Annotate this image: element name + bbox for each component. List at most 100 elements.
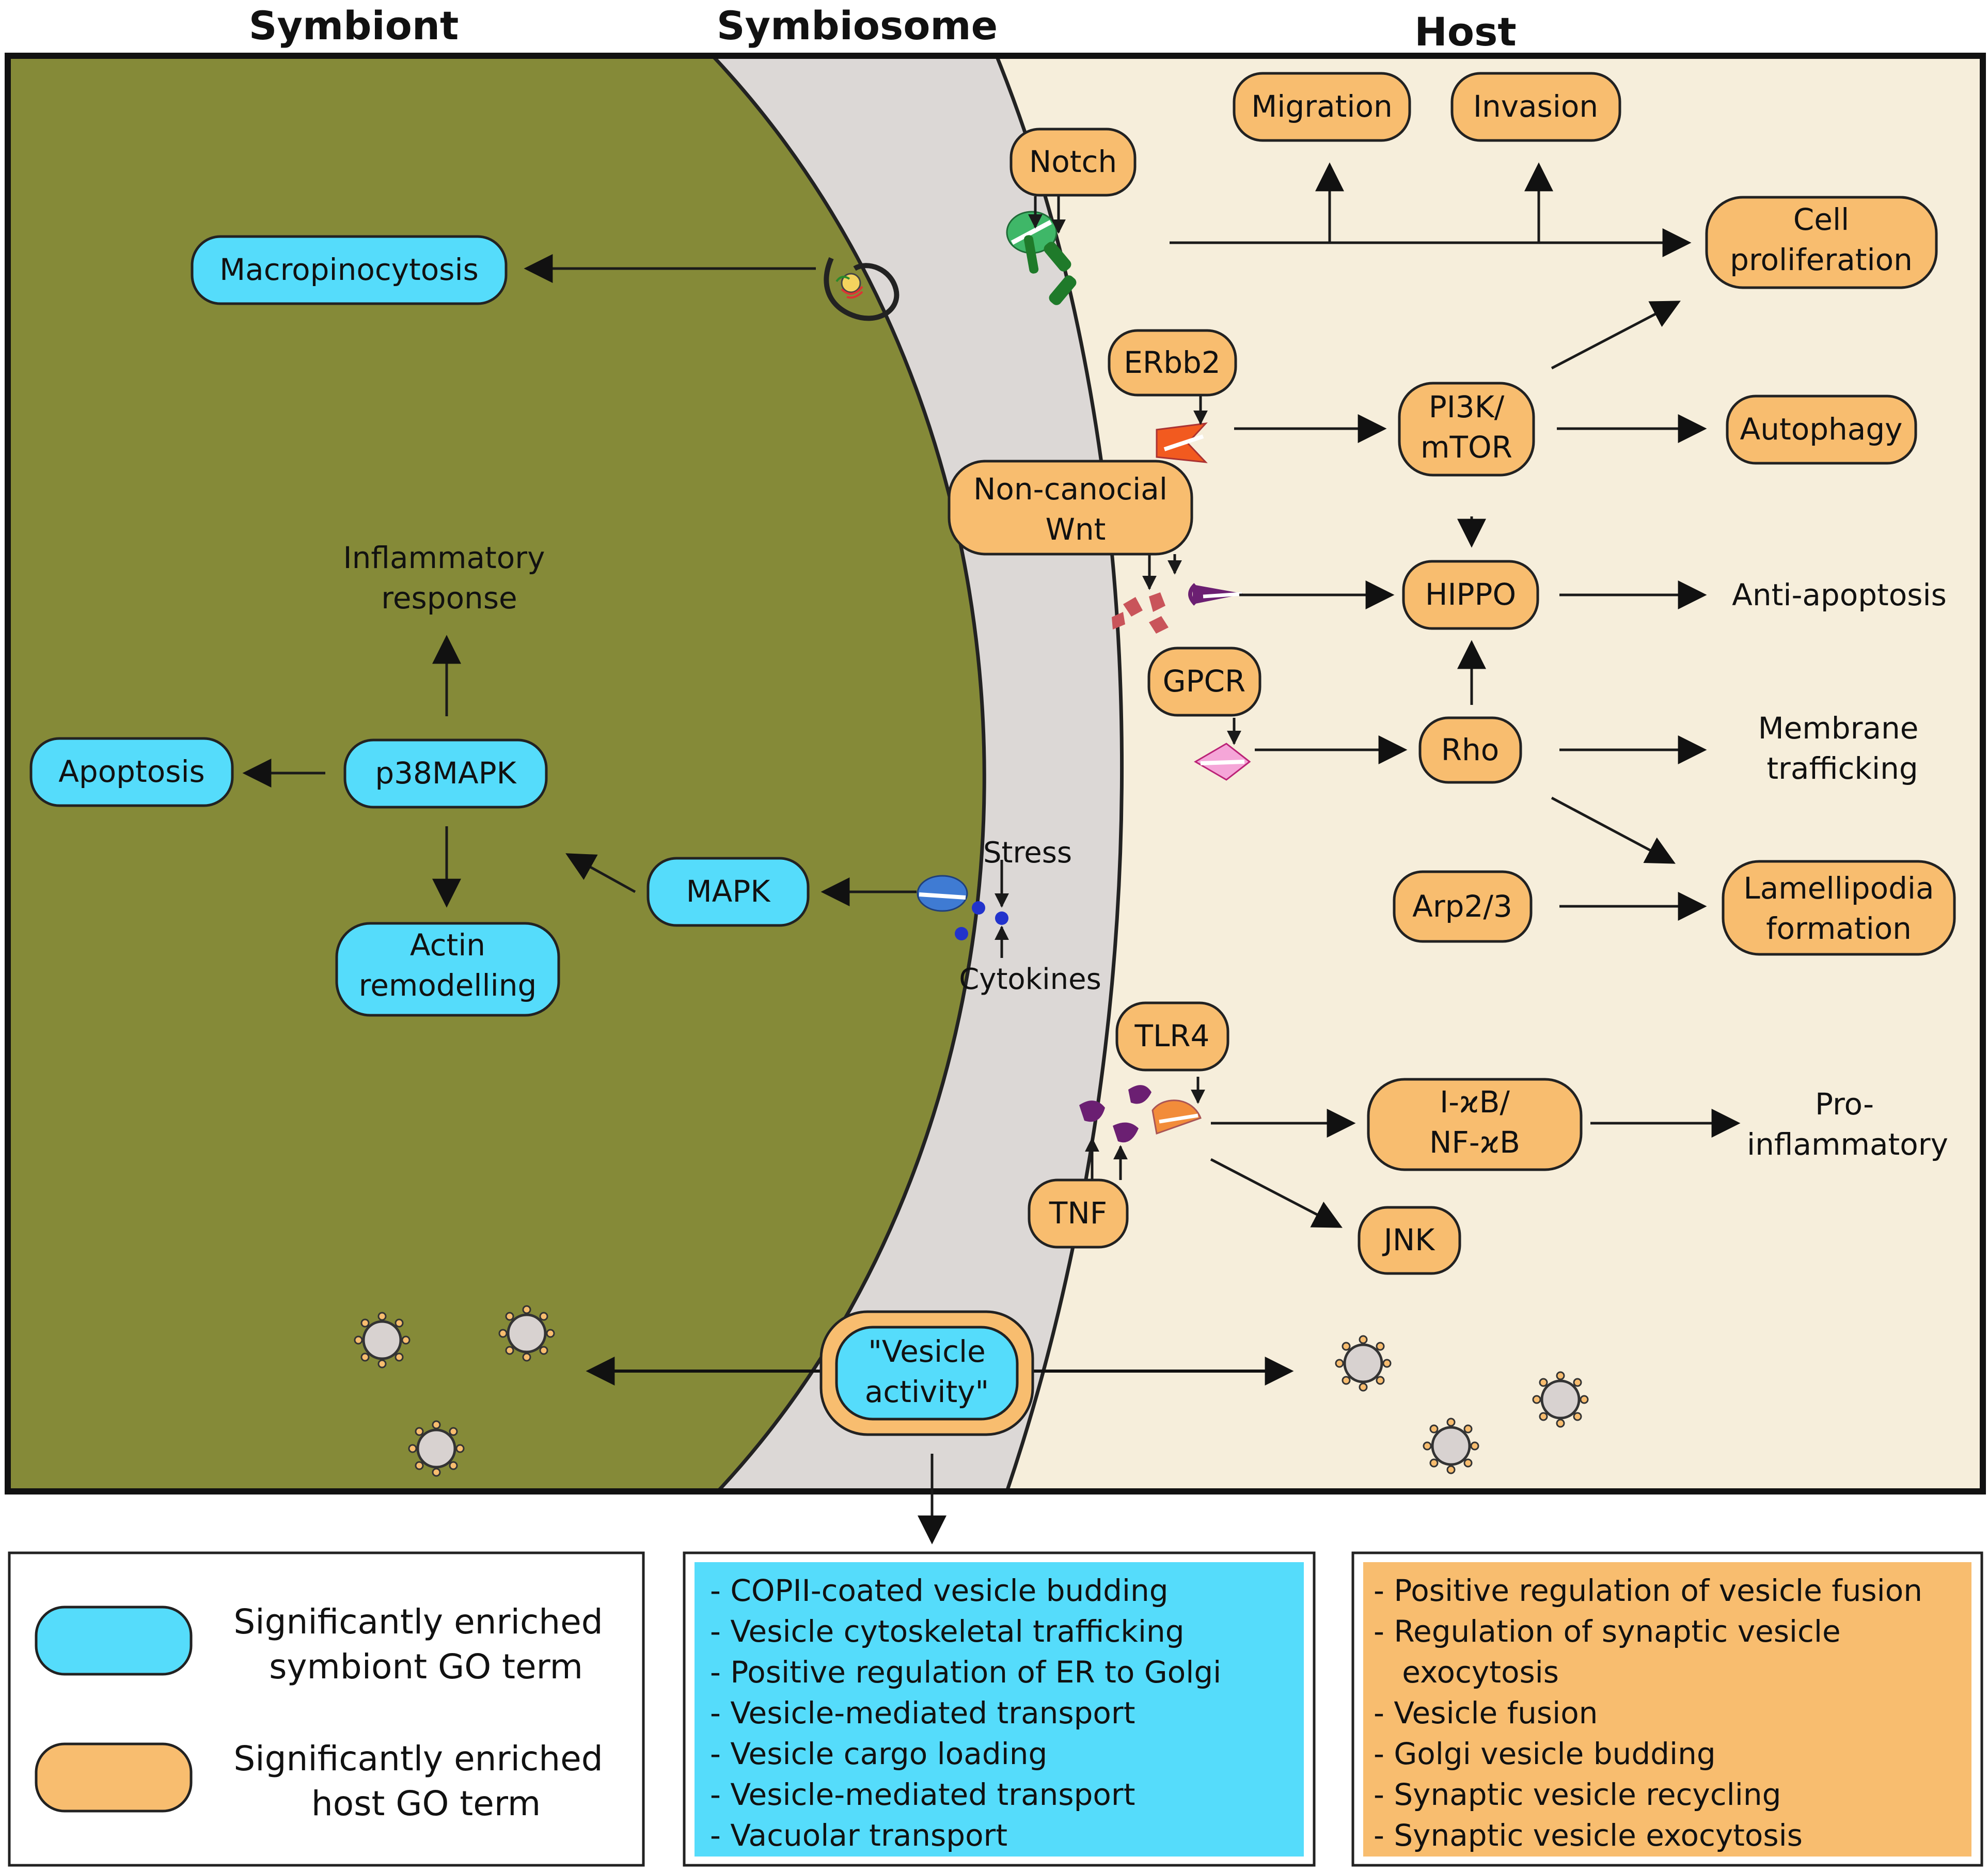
wnt-ligand-icon xyxy=(1112,592,1169,634)
svg-text:Autophagy: Autophagy xyxy=(1740,412,1903,447)
term-gpcr: GPCR xyxy=(1147,647,1261,717)
ligand-arrows xyxy=(995,196,1241,1180)
svg-text:proliferation: proliferation xyxy=(1730,242,1913,277)
svg-text:trafficking: trafficking xyxy=(1766,751,1918,786)
svg-text:host GO term: host GO term xyxy=(311,1784,541,1823)
svg-text:formation: formation xyxy=(1766,911,1912,946)
svg-text:response: response xyxy=(381,580,517,616)
vesicle-term-item: - Positive regulation of vesicle fusion xyxy=(1374,1573,1922,1608)
term-apoptosis: Apoptosis xyxy=(29,737,234,807)
term-mapk: MAPK xyxy=(646,857,810,927)
term-non-canonical-wnt: Non-canocial Wnt xyxy=(948,460,1193,556)
svg-text:symbiont GO term: symbiont GO term xyxy=(269,1647,583,1687)
header-symbiosome: Symbiosome xyxy=(717,3,998,49)
term-actin-remodelling: Actin remodelling xyxy=(335,922,560,1017)
svg-text:Rho: Rho xyxy=(1441,732,1500,767)
svg-text:JNK: JNK xyxy=(1382,1222,1435,1257)
svg-text:NF-ϰB: NF-ϰB xyxy=(1429,1125,1520,1160)
svg-text:remodelling: remodelling xyxy=(359,968,537,1003)
term-arp23: Arp2/3 xyxy=(1393,870,1533,943)
svg-text:MAPK: MAPK xyxy=(686,874,771,909)
term-macropinocytosis: Macropinocytosis xyxy=(191,235,508,305)
header-symbiont: Symbiont xyxy=(249,3,459,49)
svg-text:HIPPO: HIPPO xyxy=(1425,577,1516,612)
term-invasion: Invasion xyxy=(1450,72,1621,142)
svg-text:PI3K/: PI3K/ xyxy=(1429,389,1505,424)
label-anti-apoptosis: Anti-apoptosis xyxy=(1732,577,1947,612)
svg-text:Arp2/3: Arp2/3 xyxy=(1412,889,1512,924)
host-vesicle-terms-panel: - Positive regulation of vesicle fusion -… xyxy=(1351,1551,1983,1867)
term-erbb2: ERbb2 xyxy=(1108,329,1237,397)
term-tnf: TNF xyxy=(1028,1178,1129,1249)
header-host: Host xyxy=(1414,9,1516,55)
label-membrane-trafficking: Membrane trafficking xyxy=(1758,711,1919,786)
vesicle-term-item: exocytosis xyxy=(1374,1655,1559,1690)
pathway-arrows xyxy=(242,162,1741,1545)
vesicle-term-item: - Vesicle cargo loading xyxy=(710,1736,1047,1771)
svg-text:Invasion: Invasion xyxy=(1473,89,1598,124)
cytokine-receptor-icon xyxy=(917,875,968,912)
term-cell-proliferation: Cell proliferation xyxy=(1705,196,1938,289)
svg-text:Apoptosis: Apoptosis xyxy=(58,754,205,789)
legend-symbiont-label: Significantly enriched xyxy=(233,1602,603,1642)
symbiont-vesicle-terms-panel: - COPII-coated vesicle budding - Vesicle … xyxy=(683,1551,1316,1867)
vesicle-term-item: - Vesicle cytoskeletal trafficking xyxy=(710,1614,1185,1649)
svg-text:Inflammatory: Inflammatory xyxy=(343,540,545,575)
svg-text:Pro-: Pro- xyxy=(1815,1087,1874,1122)
svg-text:TLR4: TLR4 xyxy=(1134,1018,1210,1053)
svg-text:p38MAPK: p38MAPK xyxy=(375,756,517,791)
svg-text:ERbb2: ERbb2 xyxy=(1124,345,1220,380)
svg-text:Membrane: Membrane xyxy=(1758,711,1919,746)
label-cytokines: Cytokines xyxy=(959,963,1101,996)
svg-text:Non-canocial: Non-canocial xyxy=(973,471,1167,507)
vesicle-term-item: - Vesicle-mediated transport xyxy=(710,1695,1135,1731)
notch-ligand-icon xyxy=(1023,235,1077,305)
svg-text:Macropinocytosis: Macropinocytosis xyxy=(219,252,479,287)
term-autophagy: Autophagy xyxy=(1726,395,1917,465)
vesicle-term-item: - COPII-coated vesicle budding xyxy=(710,1573,1169,1608)
svg-text:Wnt: Wnt xyxy=(1046,512,1106,547)
svg-text:Migration: Migration xyxy=(1251,89,1392,124)
svg-text:Lamellipodia: Lamellipodia xyxy=(1743,871,1934,906)
label-stress: Stress xyxy=(983,836,1072,870)
legend-swatch-symbiont xyxy=(35,1606,193,1676)
vesicle-term-item: - Golgi vesicle budding xyxy=(1374,1736,1716,1771)
svg-text:I-ϰB/: I-ϰB/ xyxy=(1440,1084,1510,1120)
term-tlr4: TLR4 xyxy=(1115,1001,1229,1072)
tlr4-receptor-icon xyxy=(1151,1099,1202,1135)
wnt-receptor-icon xyxy=(1188,583,1244,606)
gpcr-receptor-icon xyxy=(1194,743,1251,781)
vesicle-term-item: - Synaptic vesicle recycling xyxy=(1374,1777,1781,1812)
term-pi3k-mtor: PI3K/ mTOR xyxy=(1398,382,1535,477)
svg-text:activity": activity" xyxy=(865,1374,989,1409)
svg-text:Actin: Actin xyxy=(410,927,485,963)
svg-text:TNF: TNF xyxy=(1049,1195,1107,1231)
svg-text:GPCR: GPCR xyxy=(1163,664,1246,699)
term-migration: Migration xyxy=(1233,72,1411,142)
svg-text:Notch: Notch xyxy=(1029,144,1117,179)
term-lamellipodia-formation: Lamellipodia formation xyxy=(1722,860,1956,956)
svg-text:inflammatory: inflammatory xyxy=(1747,1127,1948,1162)
label-inflammatory-response: Inflammatory response xyxy=(343,540,545,616)
vesicle-term-item: - Synaptic vesicle exocytosis xyxy=(1374,1818,1803,1853)
legend-host-label: Significantly enriched xyxy=(233,1739,603,1779)
term-rho: Rho xyxy=(1418,716,1522,784)
legend: Significantly enriched symbiont GO term … xyxy=(8,1551,645,1867)
svg-text:"Vesicle: "Vesicle xyxy=(868,1334,986,1369)
cytokine-particles-icon xyxy=(955,901,1008,940)
term-notch: Notch xyxy=(1009,128,1137,197)
vesicle-term-item: - Positive regulation of ER to Golgi xyxy=(710,1655,1221,1690)
svg-text:mTOR: mTOR xyxy=(1421,430,1512,465)
term-vesicle-activity: "Vesicle activity" xyxy=(819,1310,1034,1436)
vesicle-term-item: - Regulation of synaptic vesicle xyxy=(1374,1614,1841,1649)
label-pro-inflammatory: Pro- inflammatory xyxy=(1747,1087,1948,1162)
term-jnk: JNK xyxy=(1358,1206,1461,1275)
term-p38mapk: p38MAPK xyxy=(343,738,548,809)
term-hippo: HIPPO xyxy=(1402,560,1539,630)
term-ikb-nfkb: I-ϰB/ NF-ϰB xyxy=(1367,1078,1583,1171)
vesicle-term-item: - Vesicle-mediated transport xyxy=(710,1777,1135,1812)
vesicle-term-item: - Vacuolar transport xyxy=(710,1818,1007,1853)
diagram-frame xyxy=(5,53,1986,1495)
macropinocytosis-pit-icon xyxy=(824,257,900,321)
